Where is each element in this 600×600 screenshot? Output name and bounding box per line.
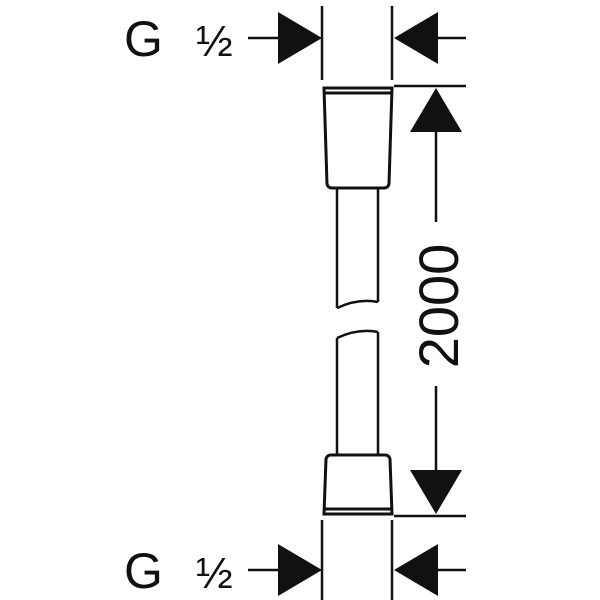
top-left-dimension-arrow [248,12,322,64]
bottom-thread-size: ½ [196,549,233,598]
top-hose-fitting [322,86,394,190]
hose-lower-segment [335,329,380,455]
bottom-thread-label: G ½ [124,543,233,599]
top-thread-letter: G [124,11,163,67]
bottom-thread-letter: G [124,543,163,599]
bottom-right-dimension-arrow [394,544,466,596]
top-thread-size: ½ [196,17,233,66]
bottom-left-dimension-arrow [248,544,322,596]
length-dimension-value: 2000 [407,244,470,369]
length-dimension-line [410,88,462,514]
hose-upper-segment [335,188,380,310]
top-right-dimension-arrow [394,12,466,64]
bottom-hose-fitting [322,453,394,516]
top-thread-label: G ½ [124,11,233,67]
